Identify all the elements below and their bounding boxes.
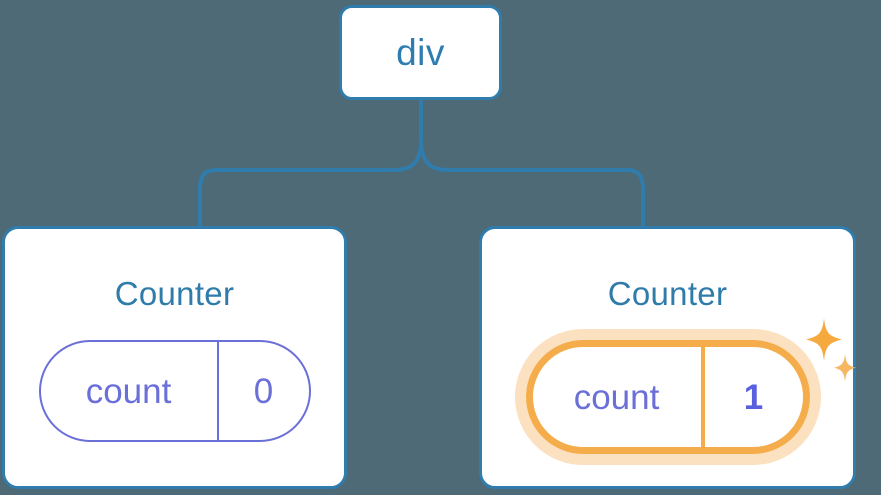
state-pill-left-value-cell: 0 <box>219 342 309 440</box>
sparkle-large-icon <box>805 318 842 361</box>
sparkle-small-icon <box>833 354 856 382</box>
node-counter-right-title: Counter <box>607 275 728 312</box>
state-pill-right[interactable]: count 1 <box>525 340 810 454</box>
state-pill-wrap-right: count 1 <box>514 318 856 465</box>
state-pill-right-key: count <box>573 377 660 417</box>
state-pill-left-key-cell: count <box>41 342 219 440</box>
connector-branch-right <box>419 138 645 228</box>
node-counter-left[interactable]: Counter count 0 <box>2 226 347 489</box>
state-pill-right-key-cell: count <box>533 347 705 447</box>
state-pill-right-value-cell: 1 <box>705 347 803 447</box>
state-pill-right-value: 1 <box>743 377 764 417</box>
node-div-label: div <box>396 32 445 73</box>
state-pill-left-value: 0 <box>253 371 274 411</box>
node-div[interactable]: div <box>339 5 502 100</box>
state-pill-wrap-left: count 0 <box>38 340 311 442</box>
node-counter-left-title: Counter <box>114 275 235 312</box>
state-pill-glow-ring <box>514 329 821 465</box>
sparkles-group <box>805 318 856 382</box>
state-pill-left[interactable]: count 0 <box>38 340 311 442</box>
state-pill-left-key: count <box>85 371 172 411</box>
connector-branch-left <box>198 138 423 228</box>
node-counter-right[interactable]: Counter count 1 <box>479 226 856 489</box>
